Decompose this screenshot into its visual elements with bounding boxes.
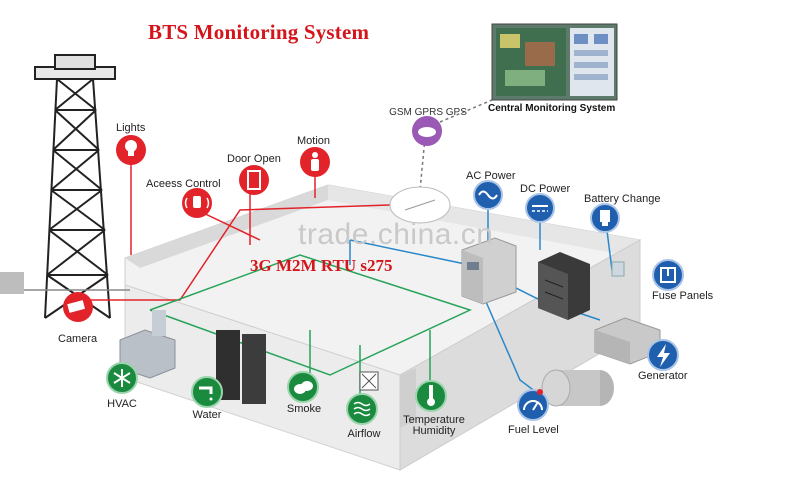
central-monitoring-label: Central Monitoring System — [488, 103, 616, 114]
hvac-label: HVAC — [107, 398, 137, 410]
rtu-dish — [389, 186, 451, 224]
gsm-label: GSM GPRS GPS — [389, 107, 467, 118]
camera-label: Camera — [58, 333, 98, 345]
dc-power-icon — [525, 193, 555, 223]
generator-label: Generator — [638, 370, 688, 382]
dc-power-label: DC Power — [520, 183, 571, 195]
ac-wave-icon — [473, 180, 503, 210]
cloud-icon — [287, 371, 319, 403]
antenna-cabinet — [0, 272, 24, 294]
door-icon — [239, 165, 269, 195]
gauge-icon — [517, 389, 549, 421]
person-icon — [300, 147, 330, 177]
airflow-label: Airflow — [347, 428, 381, 440]
faucet-icon — [191, 376, 223, 408]
page-title: BTS Monitoring System — [148, 20, 370, 44]
watermark: trade.china.cn — [298, 218, 494, 251]
fuse-panels-label: Fuse Panels — [652, 290, 714, 302]
lights-label: Lights — [116, 122, 146, 134]
water-label: Water — [192, 409, 222, 421]
motion-label: Motion — [297, 135, 331, 147]
hvac-unit — [119, 310, 176, 379]
fuse-panel-icon — [652, 259, 684, 291]
smoke-label: Smoke — [286, 403, 322, 415]
snowflake-icon — [106, 362, 138, 394]
access-control-label: Aceess Control — [146, 178, 221, 190]
battery-plug-icon — [590, 203, 620, 233]
lightning-icon — [647, 339, 679, 371]
temperature-humidity-label: Temperature Humidity — [403, 415, 465, 437]
access-control-icon — [182, 188, 212, 218]
fuel-tank — [541, 369, 614, 407]
bulb-icon — [116, 135, 146, 165]
ac-power-label: AC Power — [466, 170, 516, 182]
airflow-waves-icon — [346, 393, 378, 425]
humidity-label: Humidity — [412, 425, 456, 437]
thermometer-icon — [415, 380, 447, 412]
satellite-icon — [412, 116, 442, 146]
fuel-sensor-dot — [537, 389, 543, 395]
door-open-label: Door Open — [227, 153, 281, 165]
battery-rack — [538, 252, 590, 320]
cell-tower — [34, 54, 116, 319]
central-monitoring-screen — [491, 23, 618, 101]
temperature-label: Temperature — [403, 414, 465, 426]
rtu-label: 3G M2M RTU s275 — [250, 256, 393, 275]
fuse-box — [611, 261, 625, 277]
battery-change-label: Battery Change — [584, 193, 661, 205]
fuel-level-label: Fuel Level — [508, 424, 559, 436]
camera-icon — [63, 292, 93, 322]
rectifier-cabinet — [461, 237, 517, 305]
